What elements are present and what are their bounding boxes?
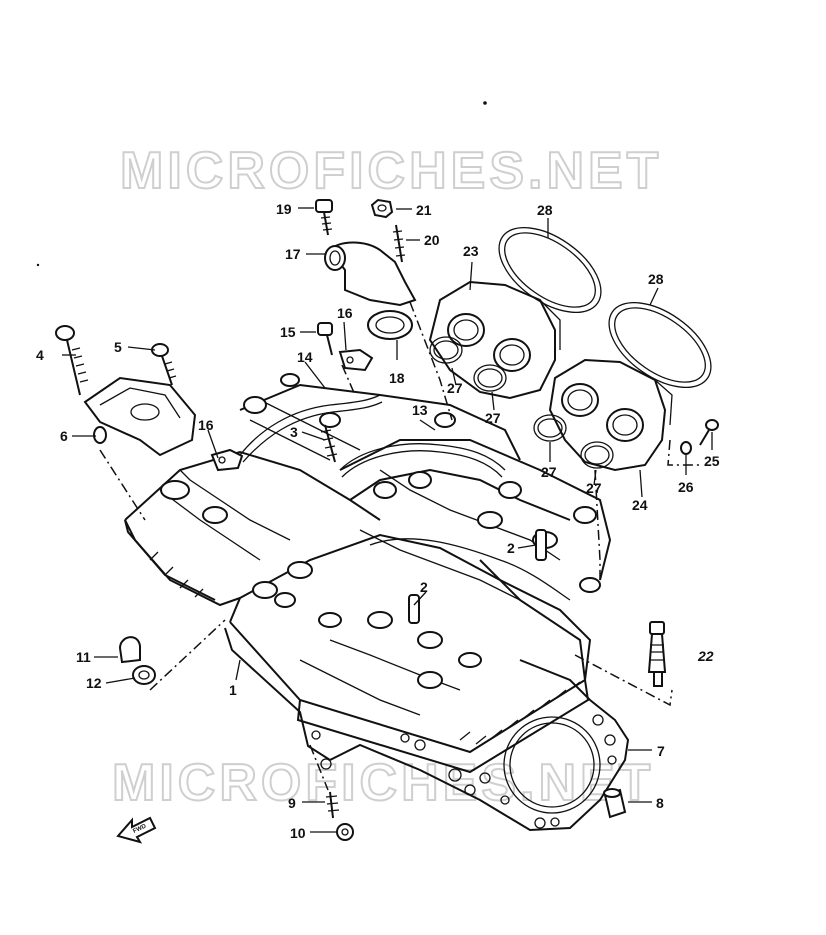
bolt-part-15: [317, 322, 333, 356]
o-ring-part-27-d: [580, 441, 614, 469]
label-part-18: 18: [389, 370, 405, 386]
head-gasket-part-7: [224, 627, 630, 832]
watermark-top: MICROFICHES.NET: [120, 142, 662, 200]
leader-lines: [62, 207, 713, 833]
label-part-27-c: 27: [541, 464, 557, 480]
label-part-28-upper: 28: [537, 202, 553, 218]
label-part-6: 6: [60, 428, 68, 444]
breather-cover-part-6: [83, 376, 197, 457]
clamp-band-part-28-upper: [498, 226, 602, 314]
label-part-27-d: 27: [586, 480, 602, 496]
assembly-line: [149, 619, 226, 691]
label-part-3: 3: [290, 424, 298, 440]
label-part-9: 9: [288, 795, 296, 811]
label-part-25: 25: [704, 453, 720, 469]
label-part-13: 13: [412, 402, 428, 418]
label-part-2-center: 2: [420, 579, 428, 595]
oil-pipe-part-13-inner: [341, 450, 503, 478]
label-part-2-right: 2: [507, 540, 515, 556]
screw-part-25: [699, 419, 719, 446]
intake-pipe-part-24: [548, 358, 673, 472]
label-part-20: 20: [424, 232, 440, 248]
label-part-1: 1: [229, 682, 237, 698]
label-part-16-lower: 16: [198, 417, 214, 433]
front-arrow-label: FWD: [132, 823, 148, 834]
label-part-4: 4: [36, 347, 44, 363]
washer-part-26: [680, 441, 692, 455]
label-part-8: 8: [656, 795, 664, 811]
label-part-15: 15: [280, 324, 296, 340]
label-part-27-b: 27: [485, 410, 501, 426]
label-part-22: 22: [697, 648, 714, 664]
dowel-part-2-a: [535, 529, 547, 561]
washer-part-12: [132, 665, 156, 685]
label-part-24: 24: [632, 497, 648, 513]
clamp-part-16-lower: [210, 448, 244, 472]
label-part-21: 21: [416, 202, 432, 218]
oil-pipe-part-14-inner: [242, 401, 383, 463]
spark-plug-part-22: [647, 621, 667, 687]
assembly-line: [99, 449, 146, 521]
dowel-pin-part-8: [603, 788, 627, 819]
label-part-16-upper: 16: [337, 305, 353, 321]
bolt-part-4: [55, 325, 89, 396]
stud-part-20: [392, 224, 406, 263]
nut-part-10: [336, 823, 354, 841]
assembly-line: [409, 301, 453, 421]
cylinder-head-part-1: [124, 373, 612, 774]
label-part-5: 5: [114, 339, 122, 355]
front-direction-arrow: FWD: [116, 816, 157, 844]
cap-part-11: [118, 636, 141, 664]
watermark-bottom: MICROFICHES.NET: [112, 754, 654, 812]
intake-pipe-part-23: [428, 280, 561, 400]
label-part-10: 10: [290, 825, 306, 841]
label-part-12: 12: [86, 675, 102, 691]
label-part-14: 14: [297, 349, 313, 365]
water-outlet-part-17: [324, 241, 417, 307]
o-ring-part-27-b: [473, 364, 507, 392]
assembly-line: [667, 439, 700, 466]
stud-part-3: [320, 424, 338, 463]
assembly-line: [574, 654, 673, 707]
oil-pipe-part-14: [239, 394, 381, 456]
dowel-part-2-b: [408, 594, 420, 624]
speck: [36, 263, 40, 267]
assembly-line: [341, 364, 356, 396]
bolt-part-5: [151, 343, 177, 386]
label-part-19: 19: [276, 201, 292, 217]
label-part-26: 26: [678, 479, 694, 495]
stud-part-9: [325, 791, 340, 819]
label-part-7: 7: [657, 743, 665, 759]
oil-pipe-part-13: [339, 443, 506, 471]
o-ring-part-27-a: [429, 336, 463, 364]
clamp-part-16-upper: [338, 348, 374, 372]
label-part-11: 11: [76, 649, 91, 665]
assembly-line: [309, 744, 329, 791]
bolt-part-19: [315, 199, 333, 236]
speck: [483, 101, 487, 105]
assembly-line: [594, 469, 601, 580]
o-ring-part-27-c: [533, 414, 567, 442]
label-part-17: 17: [285, 246, 301, 262]
nut-part-21: [370, 198, 394, 219]
label-part-23: 23: [463, 243, 479, 259]
label-part-27-a: 27: [447, 380, 463, 396]
oil-pipe-lower: [369, 538, 571, 601]
clamp-band-part-28-lower: [608, 301, 712, 389]
label-part-28-lower: 28: [648, 271, 664, 287]
o-ring-part-18: [367, 310, 413, 340]
